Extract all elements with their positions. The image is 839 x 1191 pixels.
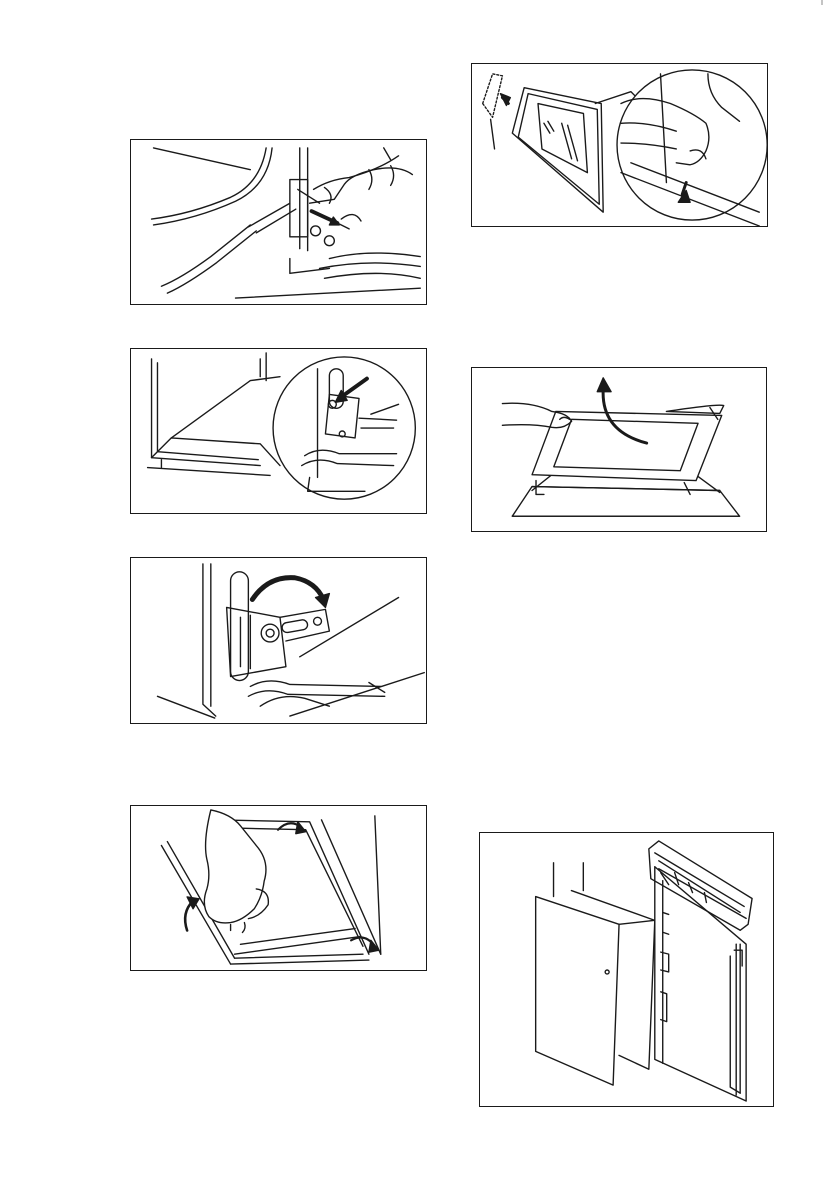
figure-hinge-rotate: [130, 557, 427, 724]
illustration-hinge-screwdriver: [131, 140, 426, 304]
figure-door-lift-off: [130, 805, 427, 971]
illustration-glass-lift: [472, 368, 766, 531]
illustration-glass-panels: [480, 833, 773, 1106]
figure-door-trim-removal: [471, 63, 768, 227]
illustration-hinge-rotate: [131, 558, 426, 723]
illustration-door-trim: [472, 64, 767, 226]
illustration-door-lift: [131, 806, 426, 970]
illustration-hinge-lever: [131, 349, 426, 513]
figure-hinge-lever-detail: [130, 348, 427, 514]
figure-screwdriver-hinge: [130, 139, 427, 305]
figure-glass-panel-lift: [471, 367, 767, 532]
figure-glass-panels-exploded: [479, 832, 774, 1107]
